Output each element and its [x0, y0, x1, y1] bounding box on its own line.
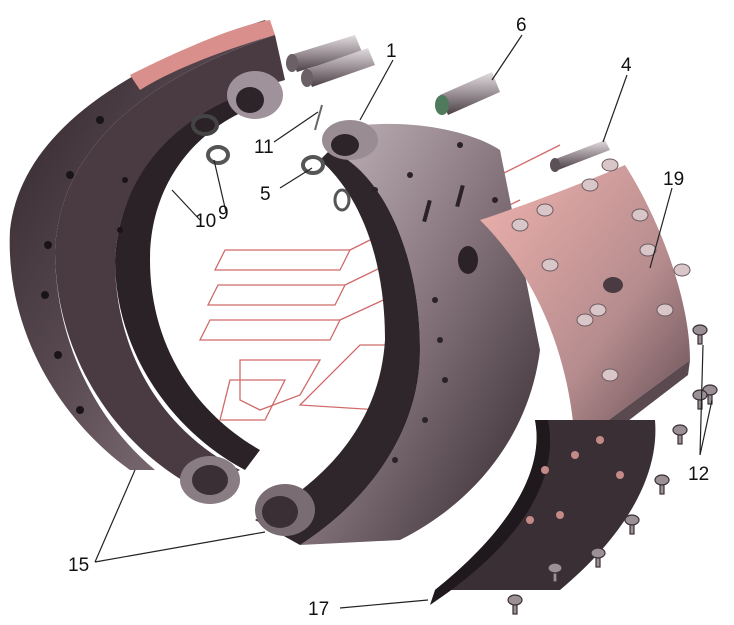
middle-brake-shoe — [255, 120, 540, 545]
callout-19: 19 — [663, 169, 685, 190]
callout-9: 9 — [218, 203, 229, 224]
callout-4: 4 — [621, 55, 632, 76]
leader-1 — [359, 59, 394, 121]
callout-12: 12 — [688, 464, 710, 485]
leader-12 — [699, 344, 713, 456]
callout-5: 5 — [260, 184, 271, 205]
pins — [286, 35, 610, 172]
leader-9 — [213, 159, 227, 213]
leader-lines — [94, 34, 713, 609]
callout-1: 1 — [386, 41, 397, 62]
leader-6 — [491, 34, 523, 81]
leader-4 — [602, 74, 628, 143]
callout-10: 10 — [195, 211, 217, 232]
leader-19 — [649, 187, 673, 269]
leader-11 — [273, 111, 319, 143]
leader-15 — [94, 469, 266, 563]
brake-lining-17 — [430, 420, 656, 605]
leader-5 — [279, 167, 313, 189]
callout-15: 15 — [68, 555, 90, 576]
left-brake-shoe — [9, 20, 285, 504]
callout-6: 6 — [516, 15, 527, 36]
callout-17: 17 — [308, 599, 330, 620]
callout-11: 11 — [254, 137, 274, 158]
leader-10 — [171, 189, 201, 221]
leader-17 — [339, 599, 429, 609]
rivets — [507, 324, 718, 615]
